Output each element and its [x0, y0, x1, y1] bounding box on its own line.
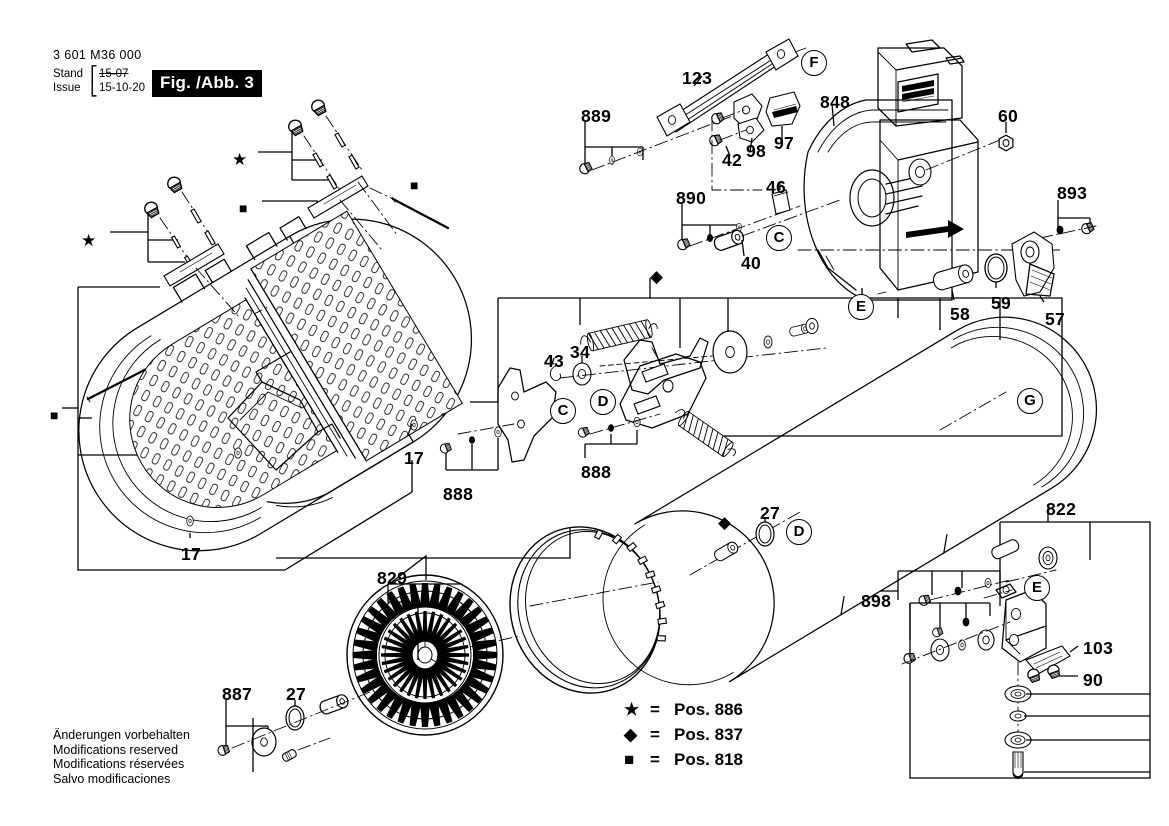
reference-letter-F: F: [801, 50, 827, 76]
blower-wheel-829: [346, 554, 521, 736]
square-symbol-icon: ■: [624, 750, 635, 769]
callout-17b: 17: [181, 544, 202, 564]
legend-row: ◆ = Pos. 837: [624, 722, 743, 747]
symbol-legend: ★ = Pos. 886 ◆ = Pos. 837 ■ = Pos. 818: [624, 697, 743, 772]
brace-bottom: ⎣: [90, 79, 98, 97]
brace-top: ⎡: [90, 66, 98, 83]
callout-40: 40: [741, 253, 762, 273]
notice-fr: Modifications réservées: [53, 757, 185, 771]
lever-57: [1011, 231, 1055, 303]
slotted-ring: [276, 526, 668, 694]
callout-123: 123: [682, 68, 713, 88]
callout-17a: 17: [404, 448, 425, 468]
callout-59: 59: [991, 293, 1012, 313]
diamond-mid-icon: ◆: [650, 267, 664, 286]
issue-label: Issue: [53, 81, 81, 94]
callout-43: 43: [544, 351, 565, 371]
callout-58: 58: [950, 304, 971, 324]
revision-dates: Stand ⎡15-07 Issue ⎣15-10-20: [53, 66, 146, 97]
fastener-group-887: [216, 691, 371, 758]
callout-57: 57: [1045, 309, 1066, 329]
callout-893: 893: [1057, 183, 1088, 203]
reference-letter-D1: D: [590, 389, 616, 415]
star-upper-icon: ★: [232, 150, 248, 169]
figure-badge: Fig. /Abb. 3: [152, 70, 263, 97]
legend-equals: =: [650, 749, 660, 769]
callout-887: 887: [222, 684, 253, 704]
callout-103: 103: [1083, 638, 1114, 658]
callout-898: 898: [861, 591, 892, 611]
star-symbol-icon: ★: [624, 700, 640, 719]
rail-bracket-group: [577, 38, 807, 191]
notice-de: Änderungen vorbehalten: [53, 728, 190, 742]
reference-letter-E1: E: [848, 294, 874, 320]
notice-en: Modifications reserved: [53, 742, 179, 757]
stand-label: Stand: [53, 68, 84, 80]
drum-housing-group: [62, 187, 473, 571]
square-right-icon: ■: [410, 177, 419, 193]
fastener-stack-upper: [258, 97, 399, 251]
square-left-icon: ■: [50, 407, 59, 423]
roller-58: [933, 264, 974, 301]
callout-98: 98: [746, 141, 767, 161]
stand-date: 15-07: [99, 68, 129, 80]
fastener-stack-left: [110, 174, 241, 319]
legend-text: Pos. 818: [674, 749, 743, 769]
legend-row: ★ = Pos. 886: [624, 697, 743, 722]
notice-es: Salvo modificaciones: [53, 771, 171, 786]
callout-42: 42: [722, 150, 743, 170]
callout-822: 822: [1046, 499, 1077, 519]
spring-lever-group: [438, 278, 1063, 471]
callout-829: 829: [377, 568, 408, 588]
callout-889: 889: [581, 106, 612, 126]
reference-letter-C2: C: [550, 398, 576, 424]
part-number: 3 601 M36 000: [53, 48, 142, 62]
callout-27b: 27: [286, 684, 307, 704]
footer-pointer: [252, 718, 331, 772]
legend-row: ■ = Pos. 818: [624, 747, 743, 772]
ring-59: [984, 253, 1008, 288]
callout-888a: 888: [581, 462, 612, 482]
legend-text: Pos. 886: [674, 699, 743, 719]
callout-34: 34: [570, 342, 591, 362]
callout-90: 90: [1083, 670, 1104, 690]
screw-group-893: [1039, 200, 1097, 239]
nut-60: [998, 122, 1014, 152]
legend-equals: =: [650, 699, 660, 719]
legend-text: Pos. 837: [674, 724, 743, 744]
large-drum-G: [602, 316, 1098, 686]
star-left-icon: ★: [81, 231, 97, 250]
callout-60: 60: [998, 106, 1019, 126]
square-upper-icon: ■: [239, 200, 248, 216]
callout-848: 848: [820, 92, 851, 112]
bolt-group-890: [675, 182, 841, 257]
callout-890: 890: [676, 188, 707, 208]
callout-27a: 27: [760, 503, 781, 523]
diamond-drum-icon: ◆: [718, 513, 732, 532]
reference-letter-E2: E: [1024, 575, 1050, 601]
reference-letter-C1: C: [766, 225, 792, 251]
legend-equals: =: [650, 724, 660, 744]
callout-46: 46: [766, 177, 787, 197]
blower-housing-848: [797, 39, 1061, 301]
issue-date: 15-10-20: [99, 81, 146, 94]
bracket-assembly-822: [880, 508, 1151, 779]
reference-letter-D2: D: [786, 519, 812, 545]
callout-97: 97: [774, 133, 795, 153]
callout-888b: 888: [443, 484, 474, 504]
reference-letter-G: G: [1017, 388, 1043, 414]
modifications-notice: Änderungen vorbehalten Modifications res…: [53, 728, 190, 786]
diamond-symbol-icon: ◆: [624, 725, 638, 744]
